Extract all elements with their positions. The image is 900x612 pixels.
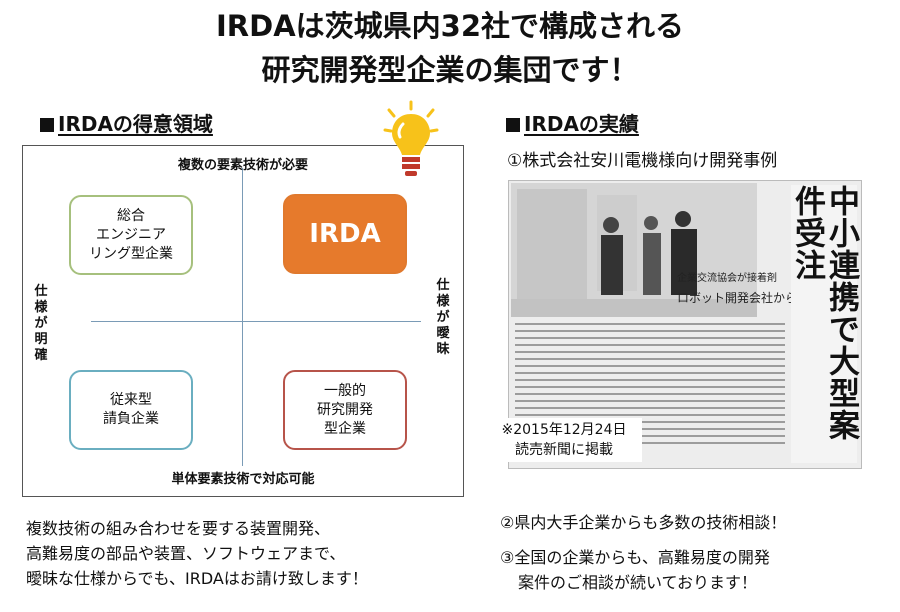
horizontal-axis <box>91 321 421 322</box>
newspaper-photo <box>511 183 757 317</box>
headline-panel: 中小連携で大型案件受注 <box>789 185 859 463</box>
case-study-title: ①株式会社安川電機様向け開発事例 <box>507 151 778 171</box>
strength-description: 複数技術の組み合わせを要する装置開発、 高難易度の部品や装置、ソフトウェアまで、… <box>26 516 368 591</box>
description-line: 高難易度の部品や装置、ソフトウェアまで、 <box>26 544 346 563</box>
quadrant-contract-firm: 従来型 請負企業 <box>69 370 193 450</box>
main-title-line1: IRDAは茨城県内32社で構成される <box>216 9 684 43</box>
left-section-heading: IRDAの得意領域 <box>40 111 213 137</box>
quadrant-rnd-firm: 一般的 研究開発 型企業 <box>283 370 407 450</box>
axis-label-left: 仕様が明確 <box>34 284 48 363</box>
description-line: 曖昧な仕様からでも、IRDAはお請け致します！ <box>26 569 368 588</box>
square-bullet-icon <box>40 118 54 132</box>
clipping-subheading: 企業交流協会が接着剤 <box>677 273 777 284</box>
clipping-subheading: ロボット開発会社から <box>677 291 798 305</box>
left-section-heading-text: IRDAの得意領域 <box>58 112 213 136</box>
achievement-point-3: ③全国の企業からも、高難易度の開発 案件のご相談が続いております！ <box>500 545 770 595</box>
description-line: 複数技術の組み合わせを要する装置開発、 <box>26 519 331 538</box>
axis-label-bottom: 単体要素技術で対応可能 <box>171 472 315 487</box>
clipping-headline: 中小連携で大型案件受注 <box>789 185 859 441</box>
achievement-point-3-line1: ③全国の企業からも、高難易度の開発 <box>500 548 770 567</box>
achievement-point-3-line2: 案件のご相談が続いております！ <box>518 573 758 592</box>
main-title-line2: 研究開発型企業の集団です！ <box>261 53 639 87</box>
publication-note: ※2015年12月24日 読売新聞に掲載 <box>486 418 642 462</box>
quadrant-irda: IRDA <box>283 194 407 274</box>
publication-date: ※2015年12月24日 <box>501 422 627 438</box>
vertical-axis <box>242 168 243 466</box>
right-section-heading: IRDAの実績 <box>506 111 639 137</box>
axis-label-right: 仕様が曖昧 <box>436 278 450 357</box>
newspaper-clipping: 企業交流協会が接着剤 ロボット開発会社から 中小連携で大型案件受注 <box>508 180 862 469</box>
square-bullet-icon <box>506 118 520 132</box>
article-body-text <box>515 323 785 463</box>
quadrant-engineering-firm: 総合 エンジニア リング型企業 <box>69 195 193 275</box>
axis-label-top: 複数の要素技術が必要 <box>177 158 308 173</box>
right-section-heading-text: IRDAの実績 <box>524 112 639 136</box>
achievement-point-2: ②県内大手企業からも多数の技術相談！ <box>500 513 787 532</box>
publication-source: 読売新聞に掲載 <box>515 442 613 458</box>
lightbulb-icon <box>383 100 439 176</box>
positioning-matrix: 複数の要素技術が必要 単体要素技術で対応可能 仕様が明確 仕様が曖昧 総合 エン… <box>22 145 464 497</box>
